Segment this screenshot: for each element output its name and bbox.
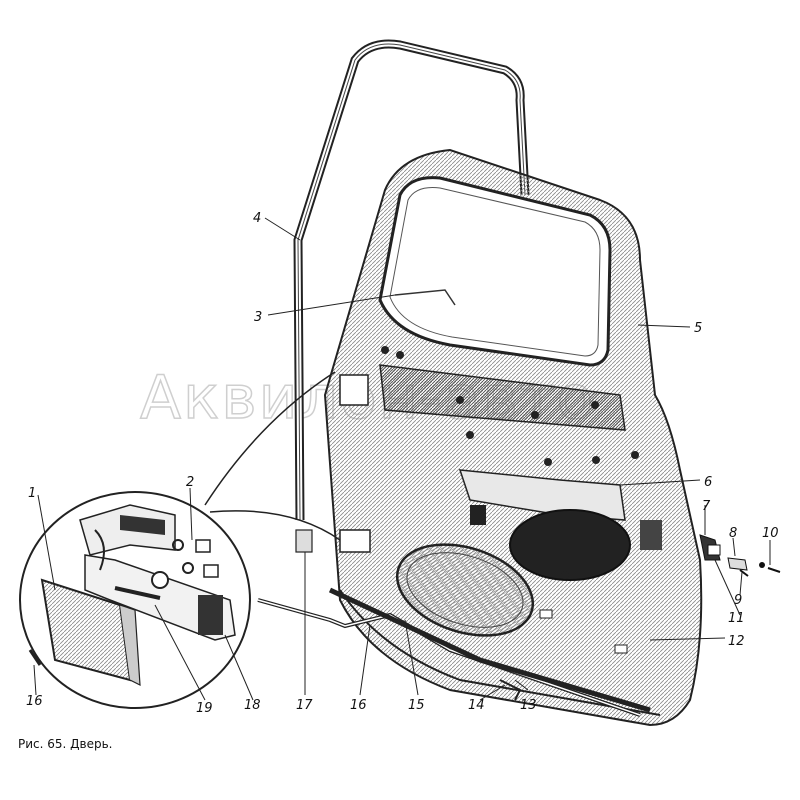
part-label-5: 5	[694, 321, 702, 336]
part-label-9: 9	[734, 593, 742, 608]
part-label-15: 15	[408, 698, 425, 713]
part-label-6: 6	[704, 475, 712, 490]
part-label-18: 18	[244, 698, 261, 713]
part-label-2: 2	[186, 475, 194, 490]
figure-caption: Рис. 65. Дверь.	[18, 737, 113, 751]
part-label-17: 17	[296, 698, 313, 713]
door-panel	[323, 148, 703, 727]
part-label-8: 8	[729, 526, 737, 541]
part-label-7: 7	[702, 499, 711, 514]
hinge-detail-inset	[19, 371, 341, 709]
part-labels: 1 2 3 4 5 6 7 8 9 10 11 12 13 14 15 16 1…	[26, 211, 779, 716]
part-label-3: 3	[254, 310, 262, 325]
part-label-14: 14	[468, 698, 485, 713]
part-label-16: 16	[350, 698, 367, 713]
part-label-12: 12	[728, 634, 745, 649]
lock-parts	[699, 534, 781, 577]
part-label-1: 1	[28, 486, 36, 501]
part-label-19: 19	[196, 701, 213, 716]
part-label-10: 10	[762, 526, 779, 541]
part-label-13: 13	[520, 698, 537, 713]
part-label-16-inset: 16	[26, 694, 43, 709]
bottom-seal-strip	[257, 587, 651, 717]
leader-lines	[33, 217, 771, 701]
part-label-11: 11	[728, 611, 745, 626]
part-label-4: 4	[253, 211, 261, 226]
